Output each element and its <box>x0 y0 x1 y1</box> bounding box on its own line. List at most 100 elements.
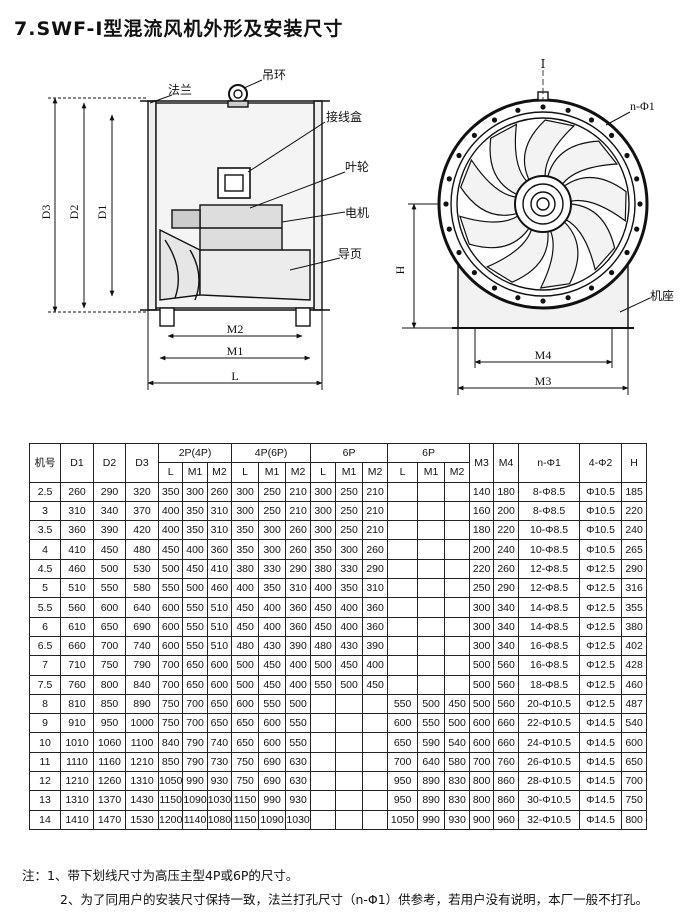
dim-m4: M4 <box>535 348 552 362</box>
table-cell <box>387 558 419 580</box>
bolt-hole <box>515 107 521 113</box>
dim-m3: M3 <box>535 374 552 388</box>
head-m2: M2 <box>444 462 471 483</box>
table-cell <box>387 500 419 522</box>
table-cell: 250 <box>335 520 364 541</box>
table-cell <box>444 578 471 599</box>
dim-m2: M2 <box>227 322 244 336</box>
table-cell: 760 <box>493 751 520 773</box>
table-cell: 210 <box>285 500 312 522</box>
table-cell: 1430 <box>125 790 159 811</box>
fan-drawing: D3 D2 D1 M2 M1 L 法兰 吊环 接线盒 叶轮 电机 导页 <box>39 57 674 395</box>
table-cell: 8-Φ8.5 <box>518 481 581 502</box>
table-cell: 220 <box>493 520 520 541</box>
table-cell: 560 <box>493 655 520 676</box>
table-cell <box>417 674 446 695</box>
table-cell <box>310 713 337 734</box>
table-cell: 740 <box>125 635 159 657</box>
table-cell: 180 <box>493 481 520 502</box>
table-cell: 310 <box>60 500 94 522</box>
table-cell: 1010 <box>60 732 94 753</box>
table-cell: 4 <box>29 539 61 560</box>
table-cell: 260 <box>362 539 389 560</box>
table-cell <box>417 558 446 580</box>
note-2: 2、为了同用户的安装尺寸保持一致，法兰打孔尺寸（n-Φ1）供参考，若用户没有说明… <box>60 892 649 907</box>
table-cell: 550 <box>258 693 287 715</box>
table-cell: 160 <box>469 500 495 522</box>
table-cell: 11 <box>29 751 61 773</box>
table-cell <box>387 597 419 618</box>
table-cell: Φ10.5 <box>579 539 623 560</box>
table-cell <box>310 771 337 792</box>
table-cell: 630 <box>285 751 312 773</box>
table-cell: Φ12.5 <box>579 578 623 599</box>
table-cell: 1310 <box>125 771 159 792</box>
table-cell: 600 <box>469 732 495 753</box>
table-cell: 730 <box>206 751 233 773</box>
table-cell: 250 <box>258 500 287 522</box>
table-cell: 950 <box>387 790 419 811</box>
table-cell: 550 <box>93 578 126 599</box>
table-cell: 300 <box>310 481 337 502</box>
table-cell: 790 <box>182 732 208 753</box>
table-cell: 400 <box>157 500 184 522</box>
table-cell: 650 <box>231 713 260 734</box>
label-junction-box: 接线盒 <box>326 109 362 124</box>
impeller-blade <box>485 229 549 283</box>
head-m2: M2 <box>362 462 389 483</box>
table-cell <box>362 771 389 792</box>
table-cell: 550 <box>182 635 208 657</box>
table-cell: 580 <box>125 578 159 599</box>
table-cell: 500 <box>469 655 495 676</box>
table-cell <box>387 635 419 657</box>
table-cell: 810 <box>60 693 94 715</box>
table-cell: 710 <box>60 655 94 676</box>
bolt-hole <box>456 249 462 256</box>
table-cell: 260 <box>60 481 94 502</box>
table-cell <box>362 732 389 753</box>
table-cell: 660 <box>493 732 520 753</box>
table-cell: 13 <box>29 790 61 811</box>
table-cell: 3 <box>29 500 61 522</box>
table-cell: Φ12.5 <box>579 558 623 580</box>
table-cell: 500 <box>444 713 471 734</box>
label-base: 机座 <box>650 288 674 303</box>
table-cell: 580 <box>444 751 471 773</box>
table-cell: 500 <box>93 558 126 580</box>
bolt-hole <box>471 132 478 139</box>
table-cell: 500 <box>417 693 446 715</box>
bolt-hole <box>446 176 452 182</box>
head-l: L <box>310 462 337 483</box>
table-cell <box>310 732 337 753</box>
table-cell: 1050 <box>157 771 184 792</box>
table-cell: 600 <box>621 732 648 753</box>
table-cell: 1000 <box>125 713 159 734</box>
table-cell: 430 <box>335 635 364 657</box>
table-cell <box>417 520 446 541</box>
impeller-blade <box>565 203 616 272</box>
table-cell: 930 <box>206 771 233 792</box>
notes: 注：1、带下划线尺寸为高压主型4P或6P的尺寸。 2、为了同用户的安装尺寸保持一… <box>22 864 648 912</box>
table-cell: 900 <box>469 809 495 830</box>
label-guide-vane: 导页 <box>338 247 362 261</box>
table-cell: 300 <box>310 520 337 541</box>
table-cell: 960 <box>493 809 520 830</box>
table-cell: 700 <box>157 655 184 676</box>
table-cell: 400 <box>285 674 312 695</box>
bolt-hole <box>456 152 462 159</box>
table-cell: 560 <box>493 674 520 695</box>
label-motor: 电机 <box>345 206 369 220</box>
bolt-hole <box>634 226 640 232</box>
table-cell: 700 <box>93 635 126 657</box>
table-cell: 1030 <box>285 809 312 830</box>
bolt-hole <box>491 117 498 123</box>
table-cell <box>335 771 364 792</box>
table-cell <box>335 732 364 753</box>
table-cell: 840 <box>125 674 159 695</box>
table-cell: 640 <box>417 751 446 773</box>
head-d2: D2 <box>93 443 126 483</box>
